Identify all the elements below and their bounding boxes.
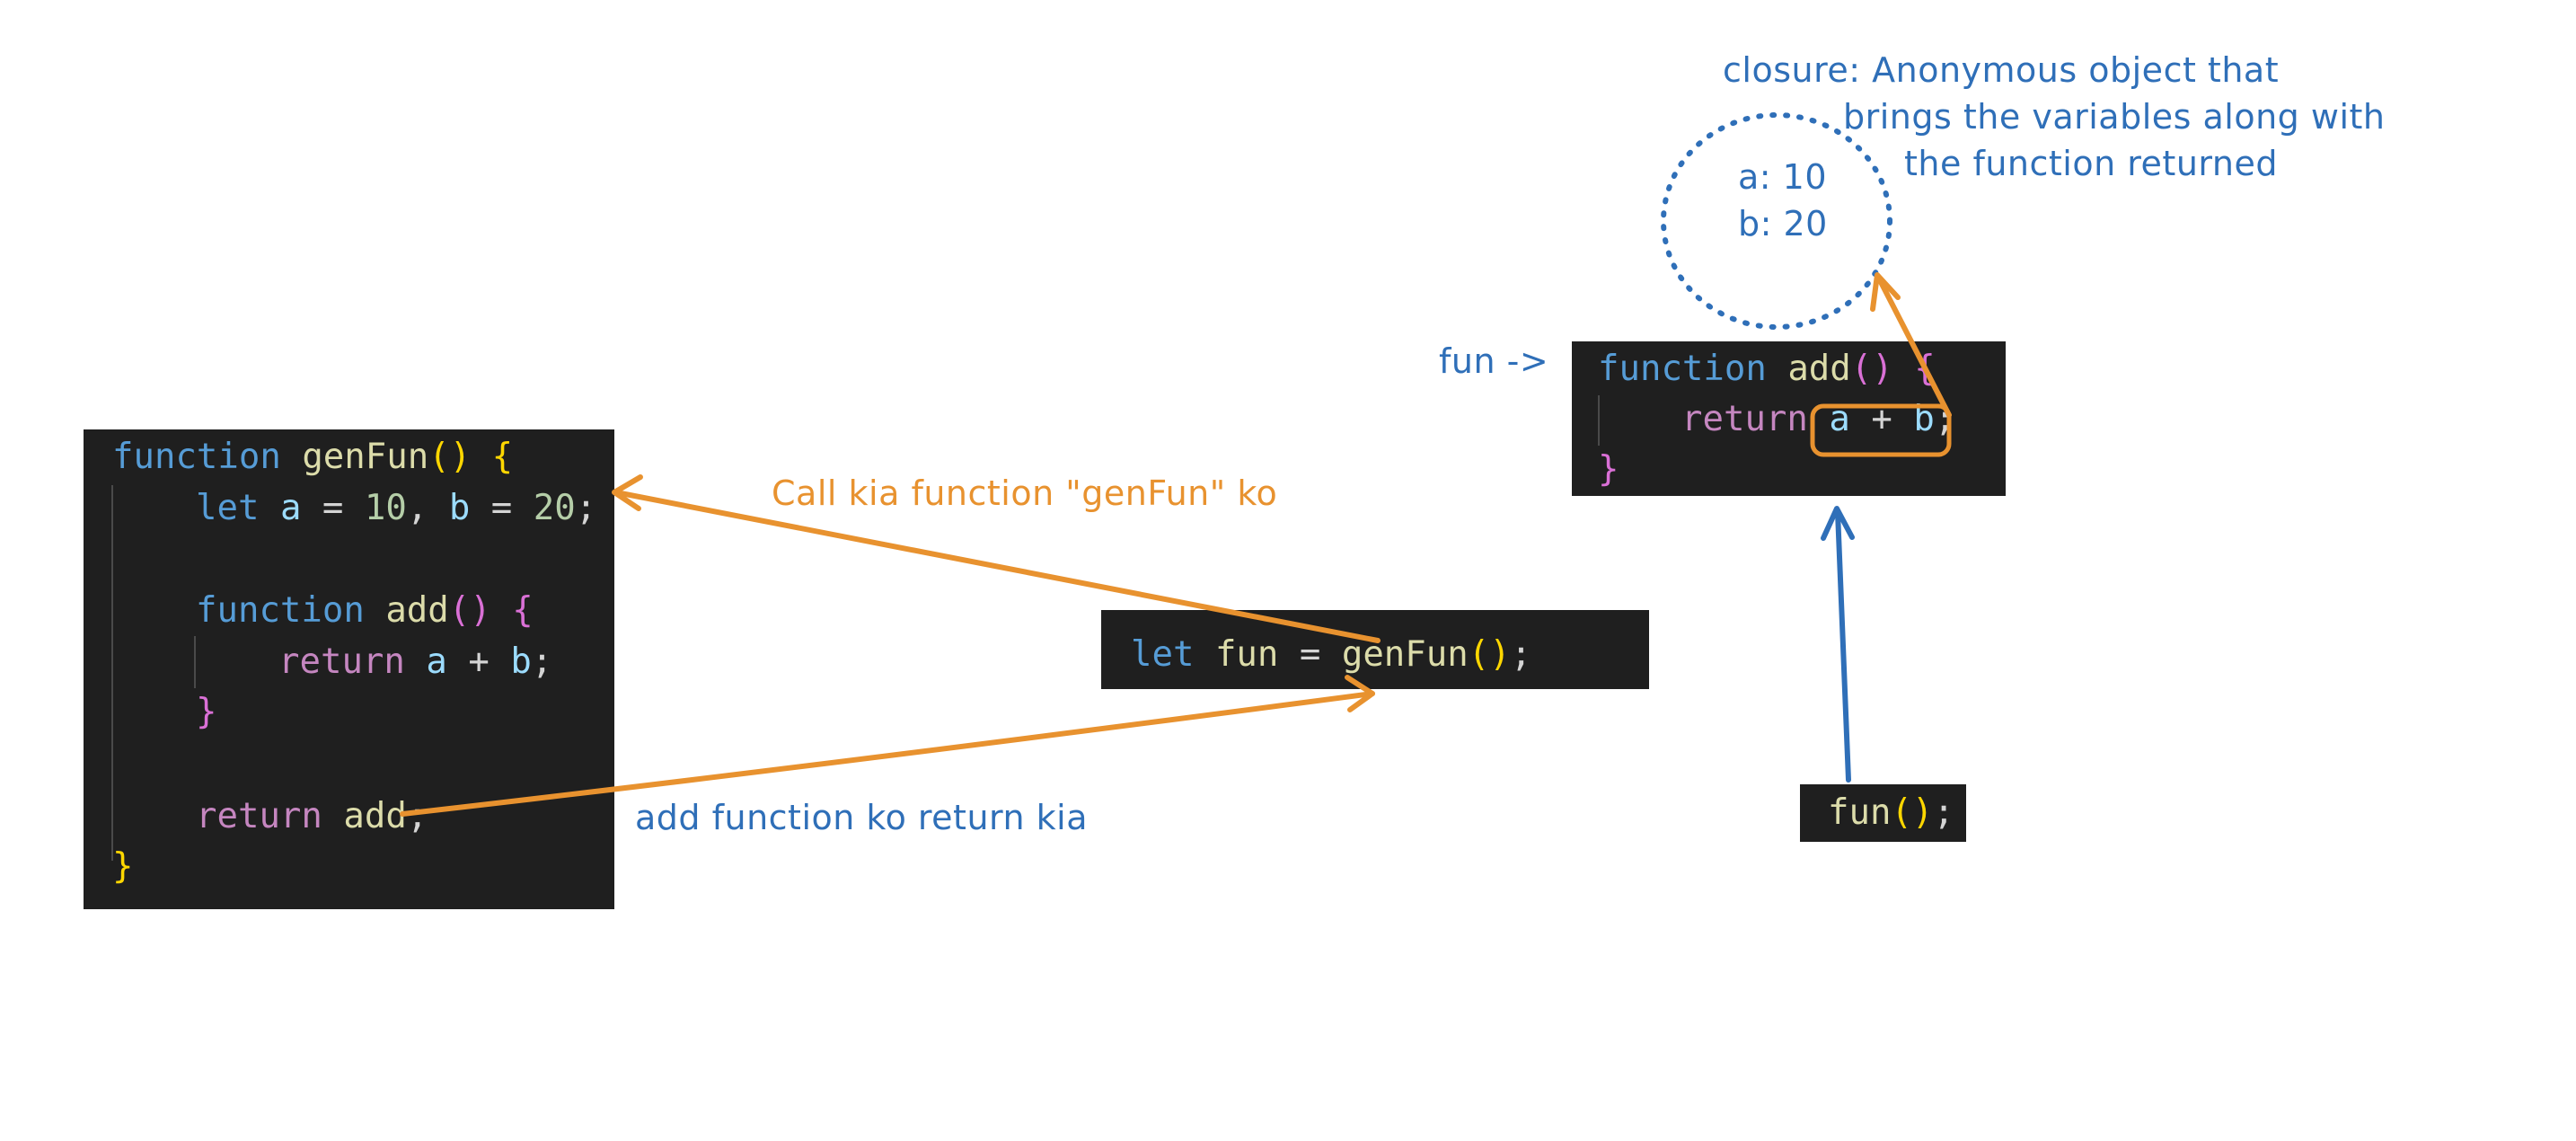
code-line: return a + b;: [1681, 399, 1956, 439]
fun-invoke-block: fun();: [1800, 784, 1966, 842]
code-line: return a + b;: [278, 641, 553, 682]
genfun-call-block: let fun = genFun();: [1101, 610, 1649, 689]
code-line: }: [196, 692, 217, 732]
closure-caption-line: closure: Anonymous object that: [1723, 50, 2280, 90]
genfun-code-block: function genFun() { let a = 10, b = 20; …: [84, 429, 614, 909]
closure-arrow-head: [1870, 272, 1901, 312]
add-function-block: function add() { return a + b; }: [1572, 341, 2006, 496]
code-line: fun();: [1828, 792, 1954, 833]
code-line: }: [1598, 449, 1619, 490]
code-line: function add() {: [196, 590, 534, 631]
code-line: function genFun() {: [112, 437, 514, 477]
code-line: return add;: [196, 796, 428, 836]
closure-var-a: a: 10: [1738, 157, 1828, 197]
indent-guide: [1598, 395, 1600, 446]
indent-guide: [111, 485, 113, 861]
code-line: let a = 10, b = 20;: [196, 488, 597, 528]
code-line: let fun = genFun();: [1131, 634, 1532, 675]
closure-caption-line: the function returned: [1904, 144, 2278, 183]
call-annotation: Call kia function "genFun" ko: [772, 473, 1278, 513]
code-line: function add() {: [1598, 349, 1936, 389]
invoke-arrow-head: [1821, 506, 1855, 541]
invoke-arrow: [1835, 509, 1851, 783]
fun-pointer-label: fun ->: [1439, 341, 1549, 381]
code-line: }: [112, 846, 134, 887]
return-annotation: add function ko return kia: [635, 798, 1089, 837]
call-arrow-head: [612, 474, 643, 511]
closure-caption-line: brings the variables along with: [1843, 97, 2386, 137]
indent-guide: [194, 636, 196, 688]
closure-var-b: b: 20: [1738, 204, 1828, 243]
